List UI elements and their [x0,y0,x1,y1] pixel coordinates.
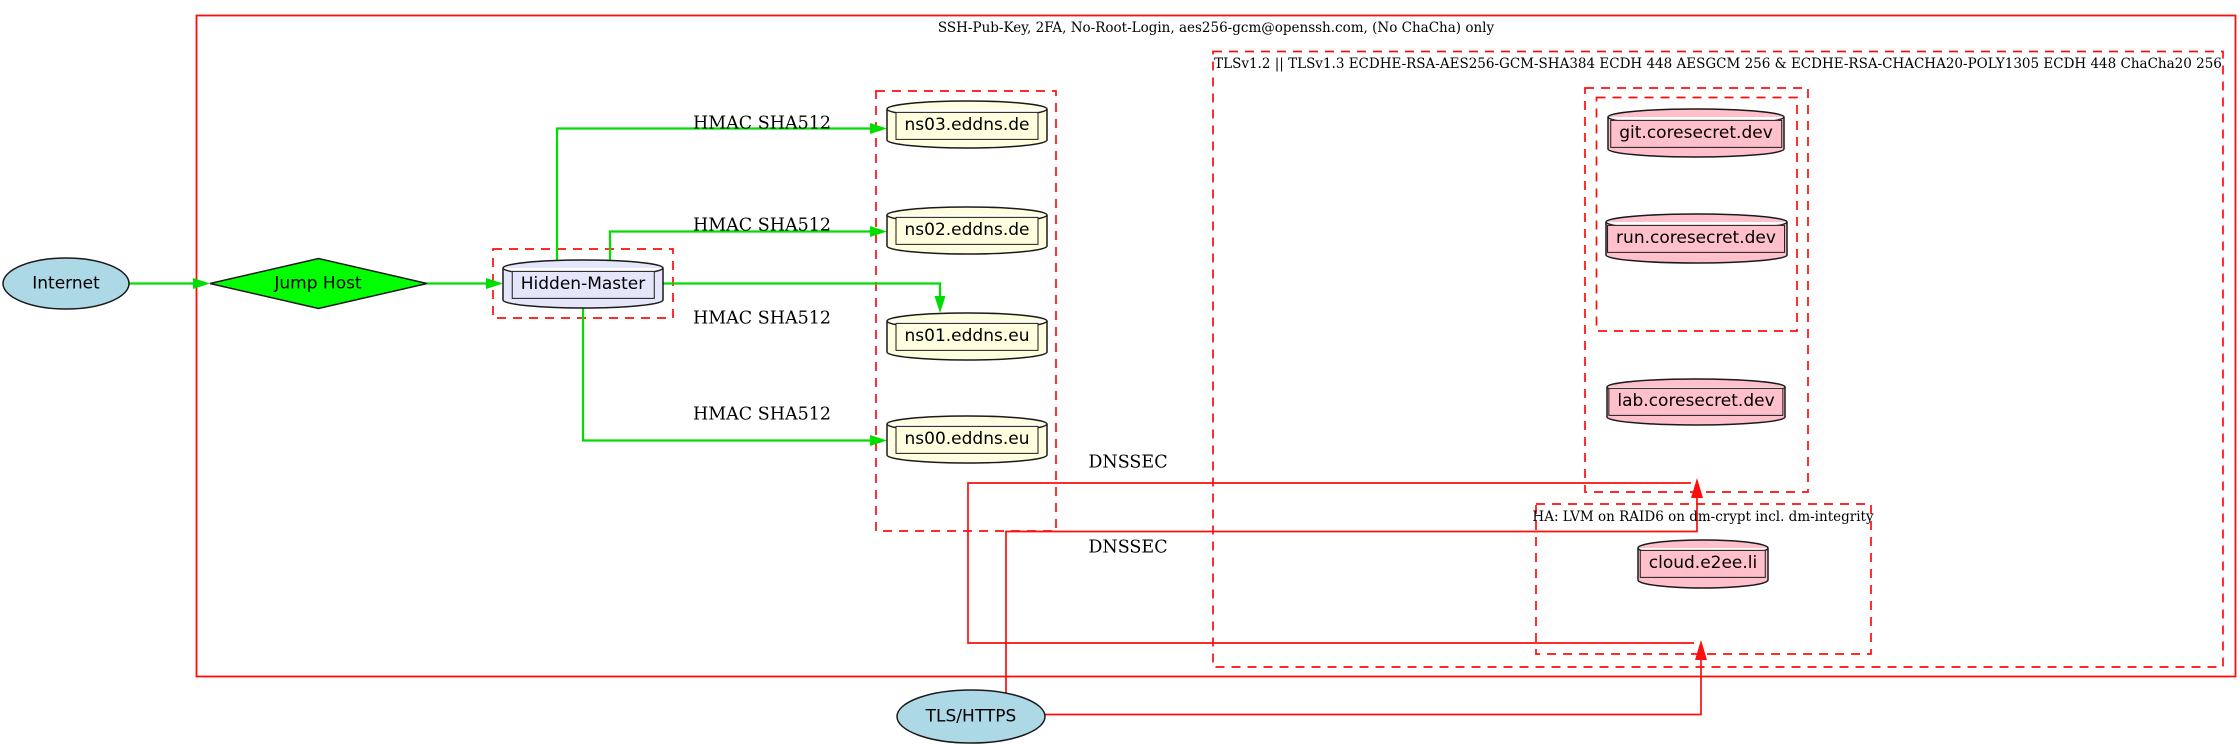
tls-https-label: TLS/HTTPS [925,706,1017,727]
ns00-label: ns00.eddns.eu [895,425,1039,455]
edge-label-dnssec-2: DNSSEC [1088,537,1168,558]
ns01-label: ns01.eddns.eu [895,322,1039,352]
jump-host-node [209,257,428,310]
run-label: run.coresecret.dev [1607,224,1785,254]
internet-label: Internet [32,273,100,294]
tls-https-node [896,689,1046,744]
edge-hm-ns02 [608,230,871,263]
edge-hm-ns03 [555,127,871,263]
arrowhead-into-coresecret-icon [1691,478,1703,498]
tls-cluster-label: TLSv1.2 || TLSv1.3 ECDHE-RSA-AES256-GCM-… [1214,55,2222,72]
tls-cluster-border [1212,50,2224,668]
edge-label-hmac-ns01: HMAC SHA512 [692,308,832,329]
green-arrowheads [193,123,946,446]
security-cluster-border [195,14,2237,678]
arrowhead-jumphost-icon [193,278,210,289]
edge-tls-to-coresecret [1005,498,1698,694]
hidden-master-label: Hidden-Master [511,270,655,300]
edge-label-hmac-ns00: HMAC SHA512 [692,404,832,425]
jump-host-label: Jump Host [274,273,362,294]
ha-cluster-label: HA: LVM on RAID6 on dm-crypt incl. dm-in… [1532,508,1874,525]
edge-tls-to-cloud [1040,660,1702,716]
red-arrowheads [1691,478,1707,660]
arrowhead-ns03-icon [870,123,887,134]
arrowhead-ns01-icon [934,296,946,313]
edge-hm-ns01 [663,282,942,297]
git-label: git.coresecret.dev [1610,119,1782,149]
coresecret-inner-cluster-border [1595,96,1798,332]
arrowhead-ns00-icon [870,435,887,446]
cloud-label: cloud.e2ee.li [1639,549,1767,579]
green-edges [129,127,942,442]
arrowhead-into-cloud-icon [1695,640,1707,660]
edge-label-hmac-ns02: HMAC SHA512 [692,215,832,236]
ha-cluster-border [1535,503,1872,655]
edge-hm-ns00 [581,305,871,442]
edge-label-dnssec-1: DNSSEC [1088,452,1168,473]
edge-dnssec-paths [967,482,1694,644]
ns02-label: ns02.eddns.de [895,216,1039,246]
security-cluster-label: SSH-Pub-Key, 2FA, No-Root-Login, aes256-… [937,19,1495,36]
red-edges [967,482,1702,716]
arrowhead-ns02-icon [870,226,887,237]
arrowhead-hiddenmaster-icon [486,278,503,289]
dns-cluster-border [875,90,1057,532]
ns03-label: ns03.eddns.de [895,111,1039,141]
lab-label: lab.coresecret.dev [1608,387,1784,417]
internet-node [2,257,130,310]
edge-label-hmac-ns03: HMAC SHA512 [692,113,832,134]
